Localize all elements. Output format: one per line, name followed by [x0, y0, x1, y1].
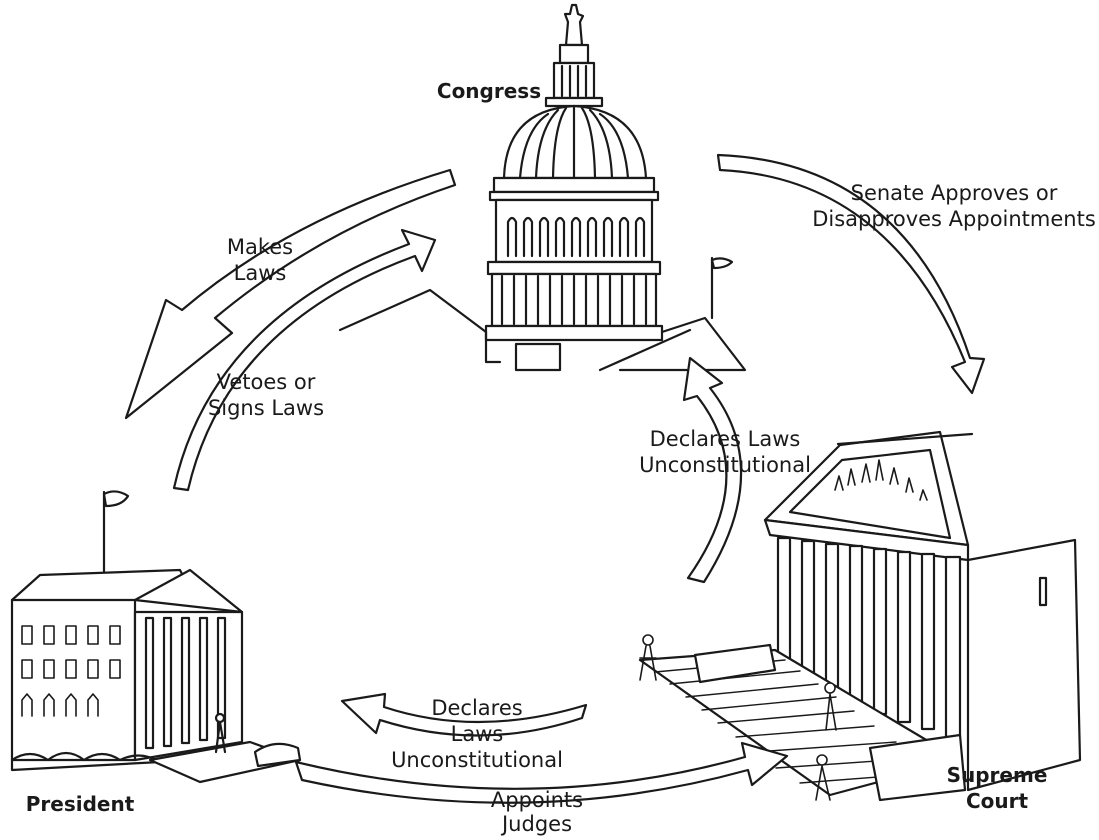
- congress-label: Congress: [436, 79, 542, 103]
- senate-approves-line2: Disapproves Appointments: [812, 207, 1096, 231]
- appoints-judges-line1: Appoints: [490, 788, 584, 812]
- supreme-court-building-drawing: [638, 430, 1082, 802]
- capitol-building-drawing: [338, 3, 747, 372]
- president-label: President: [25, 792, 135, 816]
- arrow-makes-laws: [124, 168, 457, 420]
- court-declares-congress-line1: Declares Laws: [649, 427, 801, 451]
- vetoes-signs-label: Vetoes or Signs Laws: [196, 369, 336, 421]
- supreme-court-label: Supreme Court: [942, 762, 1052, 814]
- vetoes-signs-line1: Vetoes or: [216, 370, 316, 394]
- court-declares-congress-line2: Unconstitutional: [639, 453, 811, 477]
- vetoes-signs-line2: Signs Laws: [207, 396, 325, 420]
- court-declares-president-line2: Laws: [450, 722, 504, 746]
- court-declares-president-line1: Declares: [431, 696, 523, 720]
- court-declares-president-line3: Unconstitutional: [391, 748, 563, 772]
- supreme-court-label-line1: Supreme: [946, 763, 1048, 787]
- arrow-vetoes-or-signs-laws: [172, 228, 437, 492]
- white-house-building-drawing: [10, 490, 302, 784]
- senate-approves-line1: Senate Approves or: [850, 181, 1058, 205]
- appoints-judges-label: Appoints Judges: [482, 788, 592, 836]
- makes-laws-label: Makes Laws: [210, 234, 310, 286]
- arrow-court-declares-laws-unconstitutional-to-president: [340, 692, 588, 737]
- senate-approves-label: Senate Approves or Disapproves Appointme…: [808, 180, 1099, 232]
- supreme-court-label-line2: Court: [965, 789, 1029, 813]
- makes-laws-line2: Laws: [233, 261, 287, 285]
- makes-laws-line1: Makes: [226, 235, 294, 259]
- appoints-judges-line2: Judges: [501, 812, 573, 836]
- court-declares-president-label: Declares Laws Unconstitutional: [380, 695, 574, 773]
- arrow-court-declares-laws-unconstitutional-to-congress: [682, 356, 743, 584]
- court-declares-congress-label: Declares Laws Unconstitutional: [632, 426, 818, 478]
- arrow-appoints-judges: [294, 741, 789, 804]
- arrow-senate-approves: [716, 153, 986, 395]
